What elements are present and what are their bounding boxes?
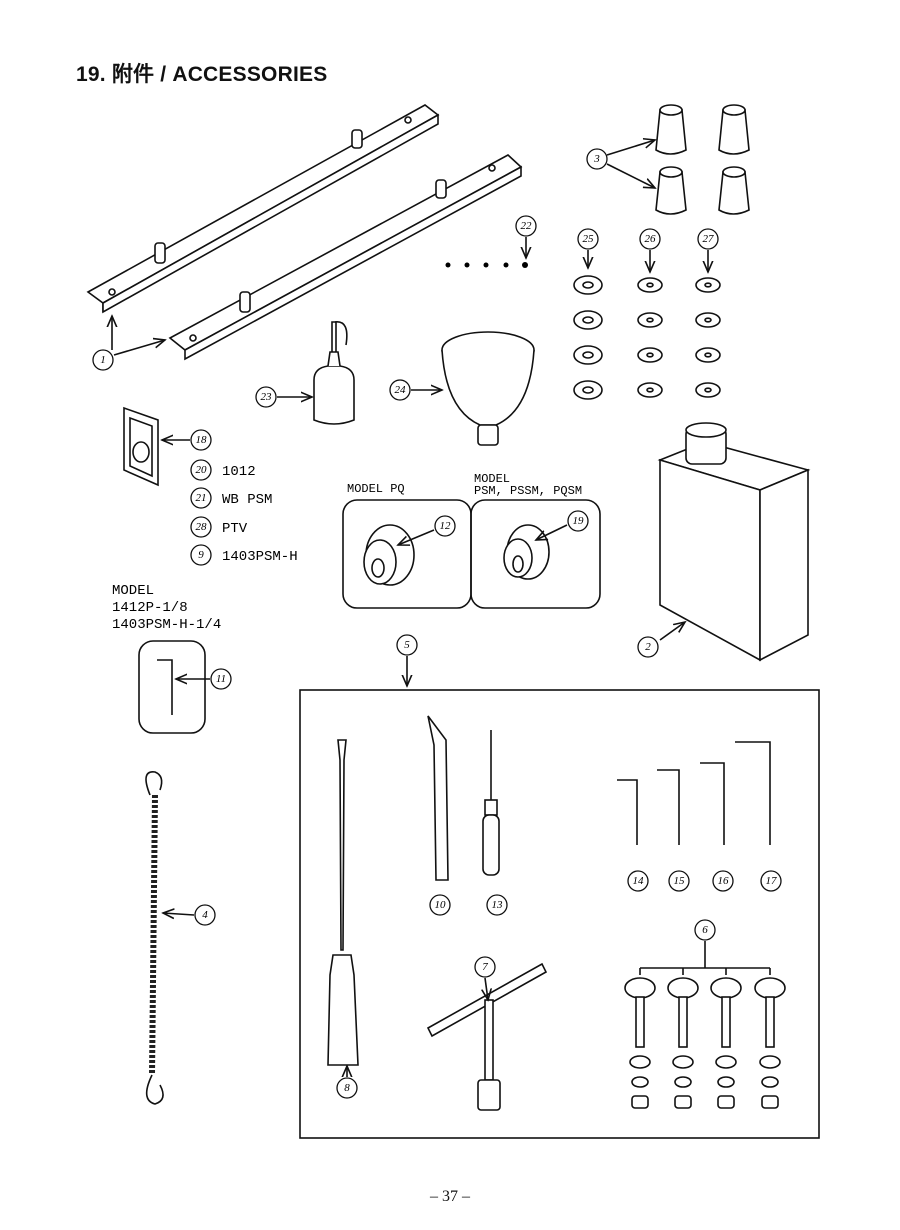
callout-20: 20 <box>190 459 212 481</box>
callout-21: 21 <box>190 487 212 509</box>
chain-with-hooks <box>145 771 164 1105</box>
callout-8: 8 <box>336 1077 358 1099</box>
funnel <box>441 331 535 446</box>
model-psm-line1: MODEL <box>474 472 510 486</box>
callout-3: 3 <box>586 148 608 170</box>
callout-24: 24 <box>389 379 411 401</box>
callout-26: 26 <box>639 228 661 250</box>
callout-number: 7 <box>482 961 488 973</box>
callout-number: 10 <box>435 899 447 911</box>
base-bar-1 <box>86 104 440 314</box>
callout-number: 4 <box>202 909 208 921</box>
callout-4: 4 <box>194 904 216 926</box>
callout-6: 6 <box>694 919 716 941</box>
callout-number: 22 <box>521 220 533 232</box>
callout-16: 16 <box>712 870 734 892</box>
oil-can <box>657 422 811 662</box>
pulley-12 <box>363 524 415 586</box>
callout-number: 17 <box>766 875 778 887</box>
base-bar-2 <box>168 154 523 361</box>
bolt-set <box>624 977 786 1109</box>
callout-number: 1 <box>100 354 106 366</box>
callout-2: 2 <box>637 636 659 658</box>
callout-22: 22 <box>515 215 537 237</box>
page-title: 19. 附件 / ACCESSORIES <box>76 63 328 86</box>
callout-number: 25 <box>583 233 595 245</box>
callout-1: 1 <box>92 349 114 371</box>
note-20: 1012 <box>222 464 256 480</box>
callout-number: 9 <box>198 549 204 561</box>
callout-number: 24 <box>395 384 407 396</box>
callout-number: 14 <box>633 875 645 887</box>
t-wrench <box>426 962 548 1111</box>
rubber-cushions <box>655 104 750 215</box>
callout-18: 18 <box>190 429 212 451</box>
model-11-line3: 1403PSM-H-1/4 <box>112 617 221 633</box>
small-parts-22 <box>445 262 528 268</box>
callout-number: 26 <box>645 233 657 245</box>
callout-number: 18 <box>196 434 208 446</box>
callout-number: 15 <box>674 875 686 887</box>
callout-15: 15 <box>668 870 690 892</box>
model-11-line2: 1412P-1/8 <box>112 600 188 616</box>
callout-number: 8 <box>344 1082 350 1094</box>
callout-number: 21 <box>196 492 207 504</box>
callout-number: 12 <box>440 520 452 532</box>
gasket-plate <box>123 406 159 487</box>
pulley-box-psm <box>470 499 601 609</box>
callout-28: 28 <box>190 516 212 538</box>
callout-10: 10 <box>429 894 451 916</box>
callout-number: 3 <box>593 153 600 165</box>
callout-number: 16 <box>718 875 730 887</box>
callout-17: 17 <box>760 870 782 892</box>
callout-13: 13 <box>486 894 508 916</box>
callout-number: 6 <box>702 924 708 936</box>
small-screwdriver <box>482 730 500 876</box>
callout-number: 20 <box>196 464 208 476</box>
oiler-bottle <box>313 321 355 425</box>
callout-number: 2 <box>645 641 651 653</box>
hex-key-11 <box>157 659 173 715</box>
callout-number: 23 <box>261 391 273 403</box>
hex-key-box <box>138 640 206 734</box>
callout-14: 14 <box>627 870 649 892</box>
callout-23: 23 <box>255 386 277 408</box>
tool-kit-box <box>299 689 820 1139</box>
callout-19: 19 <box>567 510 589 532</box>
callout-number: 19 <box>573 515 585 527</box>
model-11-line1: MODEL <box>112 583 154 599</box>
tweezers <box>427 715 449 881</box>
callout-7: 7 <box>474 956 496 978</box>
callout-number: 11 <box>216 673 226 685</box>
callout-12: 12 <box>434 515 456 537</box>
callout-11: 11 <box>210 668 232 690</box>
callout-number: 13 <box>492 899 504 911</box>
model-pq-label: MODEL PQ <box>347 482 405 496</box>
callout-number: 5 <box>404 639 410 651</box>
callout-25: 25 <box>577 228 599 250</box>
screwdriver <box>327 739 359 1066</box>
washers <box>573 275 721 400</box>
callout-number: 28 <box>196 521 208 533</box>
hex-keys <box>617 741 771 845</box>
note-28: PTV <box>222 521 248 537</box>
callout-27: 27 <box>697 228 719 250</box>
note-9: 1403PSM-H <box>222 549 298 565</box>
pulley-19 <box>503 524 550 580</box>
callout-5: 5 <box>396 634 418 656</box>
callout-number: 27 <box>703 233 715 245</box>
note-21: WB PSM <box>222 492 272 508</box>
model-psm-line2: PSM, PSSM, PQSM <box>474 484 582 498</box>
page-number: – 37 – <box>430 1188 470 1205</box>
callout-9: 9 <box>190 544 212 566</box>
